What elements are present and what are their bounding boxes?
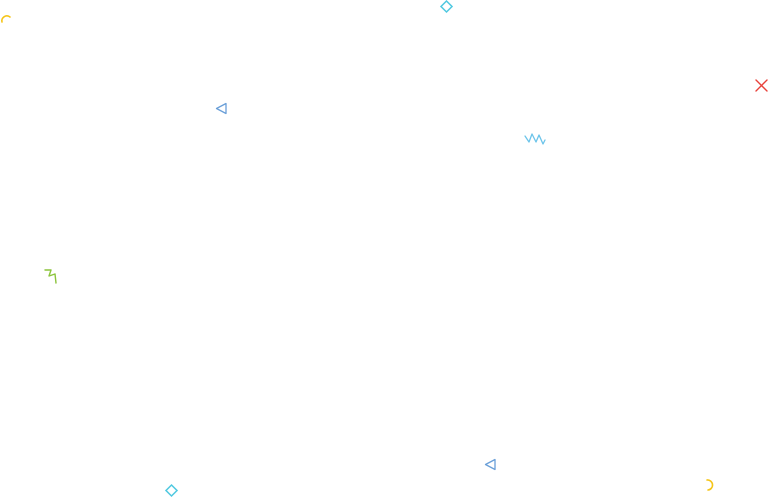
triangle-left-icon	[215, 102, 227, 115]
arc-icon	[704, 478, 716, 492]
diamond-icon	[164, 483, 179, 498]
triangle-left-icon	[484, 458, 496, 471]
cross-icon	[755, 79, 768, 92]
arc-icon	[0, 14, 12, 26]
diamond-icon	[439, 0, 454, 14]
zigzag-icon	[44, 268, 60, 285]
zigzag-icon	[524, 132, 546, 146]
